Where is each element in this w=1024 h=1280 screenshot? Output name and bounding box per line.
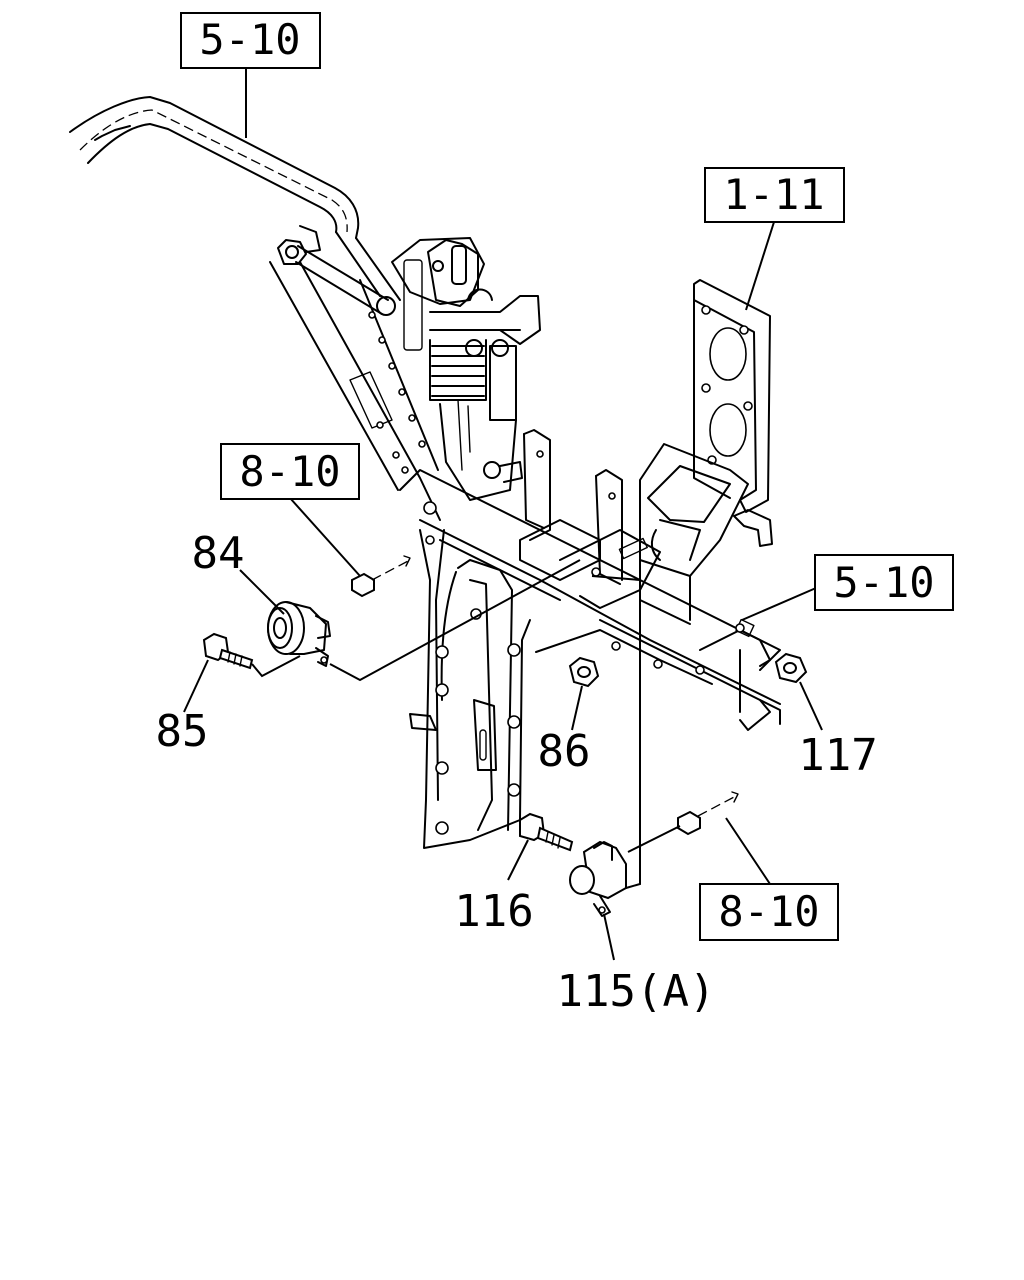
part-117-nut — [774, 652, 808, 684]
part-116-bolt — [519, 812, 574, 852]
callout-115a: 115(A) — [557, 966, 716, 1017]
ref-label-top-left: 5-10 — [199, 15, 300, 64]
callout-85: 85 — [156, 706, 209, 757]
ref-label-top-right: 1-11 — [723, 170, 824, 219]
wire-84-to-bracket — [329, 559, 581, 682]
wire-85-to-84 — [251, 655, 301, 678]
linkage-rod — [277, 225, 396, 316]
wire-115-to-member — [591, 575, 641, 889]
ref-box-top-left: 5-10 — [180, 12, 321, 69]
callout-84: 84 — [192, 528, 245, 579]
bracket-tabs — [519, 429, 661, 609]
part-85-bolt — [202, 632, 254, 670]
ref-label-mid-left: 8-10 — [239, 447, 340, 496]
box-bracket — [639, 443, 749, 625]
callout-86: 86 — [538, 726, 591, 777]
upper-frame-rail — [69, 96, 401, 301]
bulkhead-panel — [693, 279, 773, 547]
part-115-sensor — [569, 840, 627, 917]
chassis-frame — [409, 529, 531, 849]
ref-label-mid-right: 5-10 — [833, 558, 934, 607]
wire-115-plug — [627, 825, 681, 853]
ref-label-bottom-right: 8-10 — [718, 887, 819, 936]
ref-box-mid-right: 5-10 — [814, 554, 954, 611]
ref-box-bottom-right: 8-10 — [699, 883, 839, 941]
connector-plug-upper — [351, 555, 411, 598]
cab-mount-spring — [391, 237, 541, 501]
part-86-nut — [568, 656, 600, 688]
ref-box-top-right: 1-11 — [704, 167, 845, 223]
ref-box-mid-left: 8-10 — [220, 443, 360, 500]
part-84-sensor — [267, 601, 331, 667]
connector-plug-lower — [677, 791, 739, 836]
leader-lines — [183, 68, 823, 961]
callout-117: 117 — [798, 730, 877, 781]
callout-116: 116 — [454, 886, 533, 937]
cross-member — [399, 469, 781, 731]
